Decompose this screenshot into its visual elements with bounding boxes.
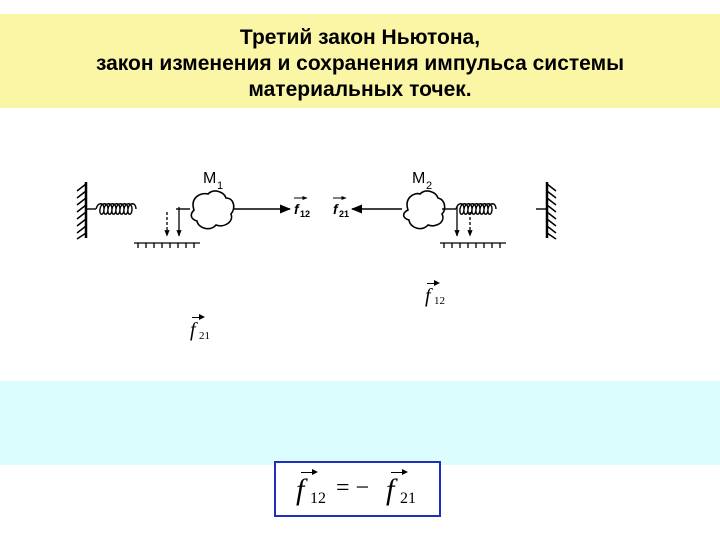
left-spring xyxy=(86,203,190,215)
formula-rhs-letter: f xyxy=(386,473,395,506)
title-line-1: Третий закон Ньютона, xyxy=(239,26,481,49)
formula-operator: = − xyxy=(336,475,370,501)
formula-lhs-letter: f xyxy=(296,473,305,506)
formula-rhs-subscript: 21 xyxy=(400,490,416,507)
vector-f21: f 21 xyxy=(188,314,218,346)
left-mass-label: M xyxy=(203,170,216,187)
force-f12-label: f xyxy=(294,201,300,217)
title-line-3: материальных точек. xyxy=(248,78,472,101)
right-spring xyxy=(442,203,546,215)
right-mass-subscript: 2 xyxy=(426,180,432,192)
title-band: Третий закон Ньютона, закон изменения и … xyxy=(0,14,720,108)
left-mass-subscript: 1 xyxy=(217,180,223,192)
force-f21-label: f xyxy=(333,201,339,217)
vector-f12: f 12 xyxy=(424,280,454,310)
right-mass-body xyxy=(402,190,446,230)
vector-f12-letter: f xyxy=(425,285,431,307)
right-reference-scale xyxy=(440,207,506,248)
title-line-2: закон изменения и сохранения импульса си… xyxy=(95,52,625,75)
vector-f21-subscript: 21 xyxy=(199,330,210,342)
force-f21-subscript: 21 xyxy=(339,209,349,219)
right-wall xyxy=(545,182,557,240)
formula-lhs-subscript: 12 xyxy=(310,490,326,507)
force-f12-subscript: 12 xyxy=(300,209,310,219)
vector-f21-letter: f xyxy=(190,319,196,341)
left-reference-scale xyxy=(134,207,200,248)
left-wall xyxy=(76,182,88,240)
two-mass-spring-diagram: M 1 f 12 f 21 M 2 xyxy=(76,170,557,248)
right-mass-label: M xyxy=(412,170,425,187)
formula-box: f 12 = − f 21 xyxy=(274,461,441,517)
left-mass-body xyxy=(190,190,235,230)
cyan-band xyxy=(0,381,720,465)
vector-f12-subscript: 12 xyxy=(434,295,445,307)
